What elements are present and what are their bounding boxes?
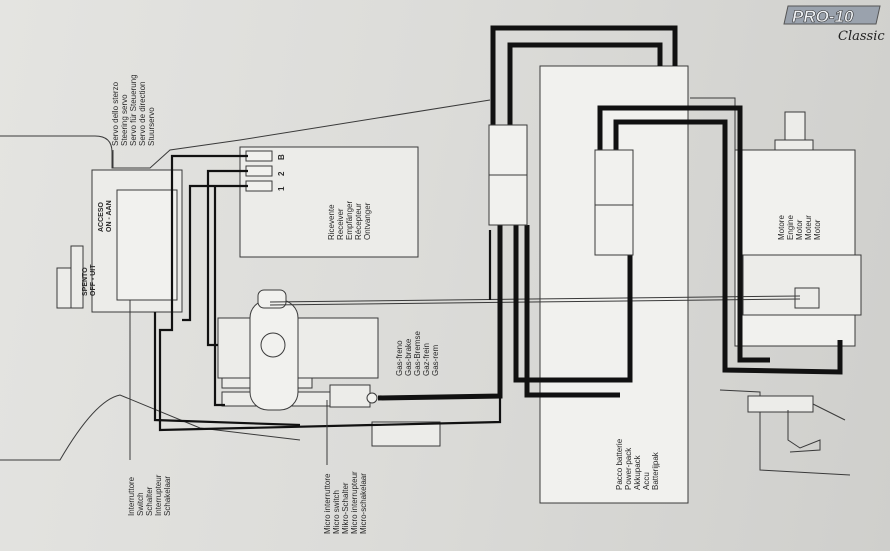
pro10-logo: PRO-10 Classic xyxy=(783,5,885,44)
steering-servo-line-1: Servo dello sterzo xyxy=(111,81,120,146)
servo-hub xyxy=(260,332,286,358)
motor-line-5: Motor xyxy=(813,219,822,240)
switch-line-4: Interrupteur xyxy=(154,474,163,516)
motor-label: Motore Engine Motor Moteur Motor xyxy=(777,215,822,240)
gas-label: Gas-freno Gas-brake Gas-Bremse Gaz-frein… xyxy=(395,331,440,376)
switch-knob xyxy=(56,267,72,309)
gas-line-5: Gas-rem xyxy=(431,345,440,376)
micro-switch-lever xyxy=(329,384,371,408)
battery-label: Pacco batterie Power-pack Akkupack Accu … xyxy=(615,438,660,490)
motor-box xyxy=(734,149,856,347)
gas-line-3: Gas-Bremse xyxy=(413,331,422,376)
gas-line-1: Gas-freno xyxy=(395,340,404,376)
gas-line-4: Gaz-frein xyxy=(422,343,431,376)
channel-2-label: 2 xyxy=(277,171,286,176)
micro-switch-label: Micro interruttore Micro switch Mikro-Sc… xyxy=(323,471,368,534)
switch-line-5: Schakelaar xyxy=(163,476,172,516)
micro-switch-line-2: Micro switch xyxy=(332,490,341,534)
switch-off-line-2: OFF - UIT xyxy=(90,264,97,296)
power-wires xyxy=(377,25,843,401)
motor-line-1: Motore xyxy=(777,215,786,240)
battery-line-1: Pacco batterie xyxy=(615,438,624,490)
steering-servo-label: Servo dello sterzo Steering servo Servo … xyxy=(111,74,156,146)
receiver-label: Ricevente Receiver Empfänger Récepteur O… xyxy=(327,201,372,240)
channel-2: 2 xyxy=(277,171,286,176)
throttle-rod xyxy=(269,295,801,303)
channel-b: B xyxy=(277,154,286,160)
gas-line-2: Gas-brake xyxy=(404,338,413,376)
switch-on-label: ACCESO ON - AAN xyxy=(98,200,113,232)
receiver-box xyxy=(239,146,419,258)
micro-switch-contact xyxy=(366,392,378,404)
receiver-line-5: Ontvanger xyxy=(363,202,372,240)
signal-wires xyxy=(153,154,502,432)
motor-cap-base xyxy=(774,139,814,151)
channel-b-label: B xyxy=(277,154,286,160)
receiver-line-2: Receiver xyxy=(336,208,345,240)
steering-servo-line-4: Servo de direction xyxy=(138,82,147,146)
receiver-slot-2 xyxy=(245,165,273,177)
motor-gear xyxy=(794,287,820,309)
micro-switch-line-4: Micro interrupteur xyxy=(350,471,359,534)
motor-line-4: Moteur xyxy=(804,215,813,240)
servo-horn xyxy=(257,289,287,309)
connector-plug xyxy=(371,421,441,447)
battery-line-5: Batterijpak xyxy=(651,451,660,490)
logo-brand: PRO-10 xyxy=(792,7,854,26)
motor-cap xyxy=(784,111,806,141)
steering-servo-line-3: Servo für Steuerung xyxy=(129,74,138,146)
micro-switch-line-5: Micro-schakelaar xyxy=(359,473,368,534)
switch-on-line-2: ON - AAN xyxy=(106,200,113,232)
switch-on-line-1: ACCESO xyxy=(98,201,105,232)
receiver-line-4: Récepteur xyxy=(354,203,363,240)
battery-line-2: Power-pack xyxy=(624,447,633,490)
gas-servo-assembly xyxy=(217,289,441,447)
switch-assembly xyxy=(56,169,183,313)
battery-line-3: Akkupack xyxy=(633,454,642,490)
steering-servo-line-2: Steering servo xyxy=(120,94,129,146)
micro-switch-line-3: Mikro-Schalter xyxy=(341,482,350,534)
switch-off-label: SPENTO OFF - UIT xyxy=(82,264,97,296)
motor-mount xyxy=(747,395,814,413)
fuse-holder-2 xyxy=(594,149,634,256)
receiver-slot-b xyxy=(245,150,273,162)
switch-off-line-1: SPENTO xyxy=(82,267,89,296)
steering-servo-line-5: Stuurservo xyxy=(147,107,156,146)
channel-1-label: 1 xyxy=(277,186,286,191)
receiver-line-3: Empfänger xyxy=(345,201,354,240)
channel-1: 1 xyxy=(277,186,286,191)
switch-line-1: Interruttore xyxy=(127,476,136,516)
switch-lever xyxy=(70,245,84,309)
switch-line-2: Switch xyxy=(136,492,145,516)
micro-switch-line-1: Micro interruttore xyxy=(323,473,332,534)
motor-line-2: Engine xyxy=(786,215,795,240)
logo-sub: Classic xyxy=(838,29,885,44)
switch-body xyxy=(116,189,178,301)
switch-line-3: Schalter xyxy=(145,486,154,516)
linkage xyxy=(787,410,821,453)
motor xyxy=(734,111,862,453)
receiver-line-1: Ricevente xyxy=(327,204,336,240)
motor-line-3: Motor xyxy=(795,219,804,240)
battery-line-4: Accu xyxy=(642,472,651,490)
receiver-slot-1 xyxy=(245,180,273,192)
receiver xyxy=(239,146,419,258)
switch-label: Interruttore Switch Schalter Interrupteu… xyxy=(127,474,172,516)
chassis-outline xyxy=(0,97,851,476)
